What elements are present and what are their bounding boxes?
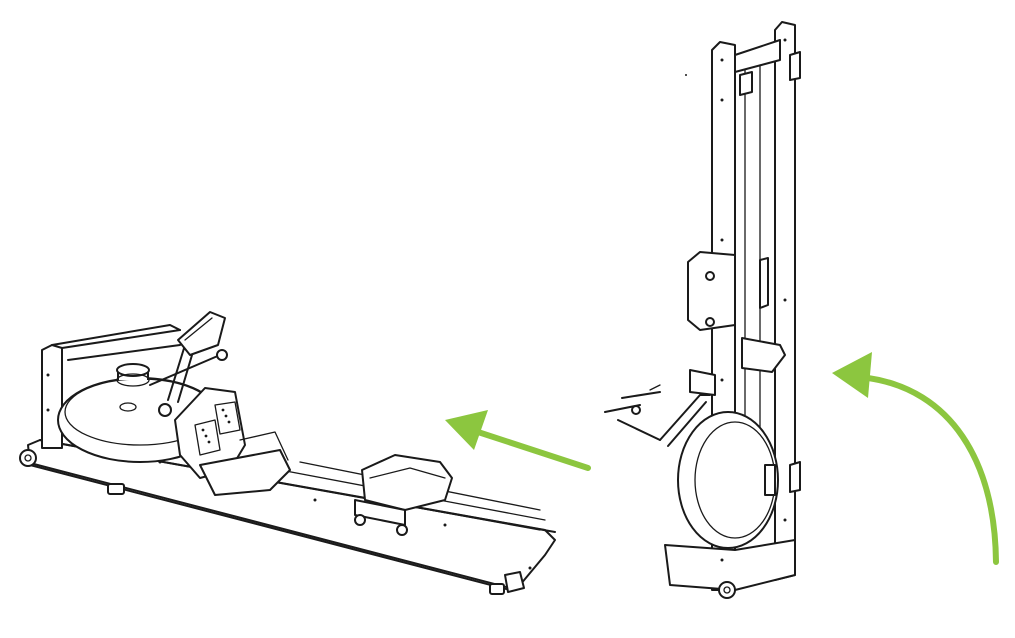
rowing-machine-upright-icon (604, 21, 801, 599)
rowing-machine-horizontal-icon (19, 311, 556, 595)
arrow-curved-up-icon (832, 352, 999, 565)
arrow-left-icon (445, 410, 591, 471)
